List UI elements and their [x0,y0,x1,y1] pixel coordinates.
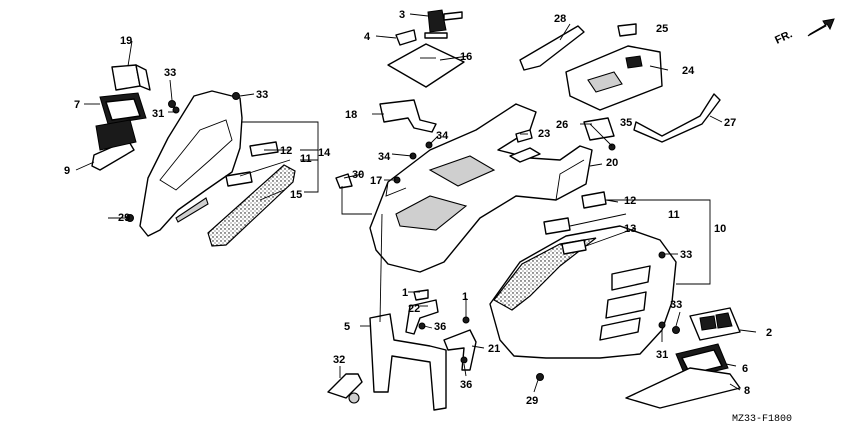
clip-13 [561,239,587,255]
callout-1: 1 [402,287,408,299]
callout-19: 19 [120,35,132,47]
clip-12-left [249,141,279,157]
callout-36: 36 [434,321,446,333]
bracket-4 [395,29,417,46]
callout-12: 12 [280,145,292,157]
side-panel-15 [207,164,296,247]
callout-34: 34 [378,151,391,163]
callout-3: 3 [399,9,405,21]
callout-17: 17 [370,175,382,187]
vent-19 [111,64,141,91]
callout-33: 33 [670,299,682,311]
vent-8 [625,367,741,409]
mount-bracket-5 [369,313,447,411]
callout-31: 31 [152,108,164,120]
callout-29: 29 [526,395,538,407]
bracket-28 [519,25,585,71]
clip-26 [583,117,615,141]
strap-27 [633,93,721,143]
bracket-21 [443,329,477,371]
bracket-22 [405,299,439,335]
callout-35: 35 [620,117,632,129]
callout-14: 14 [318,147,331,159]
front-label: FR. [773,28,794,46]
callout-33: 33 [256,89,268,101]
callout-16: 16 [460,51,472,63]
callout-12: 12 [624,195,636,207]
callout-22: 22 [408,303,420,315]
key-cylinder-3 [427,9,447,33]
clip-11-left [225,171,253,187]
callout-15: 15 [290,189,302,201]
callout-23: 23 [538,128,550,140]
callout-20: 20 [606,157,618,169]
hinge-18 [379,99,437,133]
callout-8: 8 [744,385,750,397]
callout-10: 10 [714,223,726,235]
callout-1: 1 [462,291,468,303]
callout-33: 33 [680,249,692,261]
callout-36: 36 [460,379,472,391]
callout-11: 11 [668,209,680,221]
centre-console-20 [369,103,593,273]
callout-30: 30 [352,169,364,181]
grommet-25 [617,23,637,37]
callout-2: 2 [766,327,772,339]
bracket-32 [327,373,363,399]
callout-31: 31 [656,349,668,361]
callout-21: 21 [488,343,500,355]
callout-4: 4 [364,31,371,43]
clip-11-right [543,217,571,235]
left-side-cover [139,90,243,237]
tank-lid-16 [387,43,465,88]
callout-9: 9 [64,165,70,177]
callout-6: 6 [742,363,748,375]
callout-13: 13 [624,223,636,235]
front-direction-arrow: FR. [773,18,835,47]
callout-18: 18 [345,109,357,121]
callout-26: 26 [556,119,568,131]
callout-7: 7 [74,99,80,111]
callout-28: 28 [554,13,566,25]
callout-11: 11 [300,153,312,165]
callout-27: 27 [724,117,736,129]
drawing-code: MZ33-F1800 [732,414,792,425]
callout-25: 25 [656,23,668,35]
callout-32: 32 [333,354,345,366]
callout-24: 24 [682,65,695,77]
callout-5: 5 [344,321,350,333]
callout-33: 33 [164,67,176,79]
callout-29: 29 [118,212,130,224]
callout-34: 34 [436,130,449,142]
clip-12-right [581,191,607,209]
